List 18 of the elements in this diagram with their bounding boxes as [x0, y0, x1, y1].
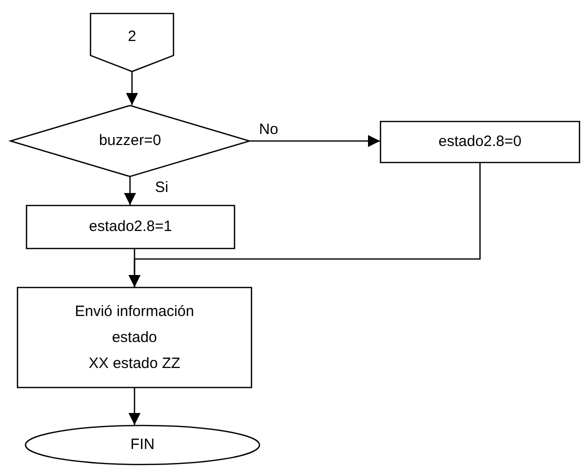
node-text: estado2.8=0 [438, 132, 522, 152]
terminal-ellipse [25, 425, 260, 465]
arrow [126, 72, 138, 105]
arrow [250, 135, 380, 147]
off-page-connector [90, 13, 174, 72]
node-text: 2 [128, 26, 136, 46]
arrow [124, 177, 136, 205]
node-text: Envió información estado [74, 302, 196, 348]
arrow [128, 163, 481, 287]
process-box [26, 205, 235, 249]
arrow [128, 388, 140, 425]
node-text: buzzer=0 [98, 131, 162, 151]
node-text: estado2.8=1 [89, 217, 172, 237]
process-box [17, 287, 252, 388]
node-text: XX estado ZZ [88, 354, 180, 374]
decision-diamond [10, 105, 250, 177]
process-box [380, 121, 580, 163]
node-text: FIN [130, 435, 155, 455]
